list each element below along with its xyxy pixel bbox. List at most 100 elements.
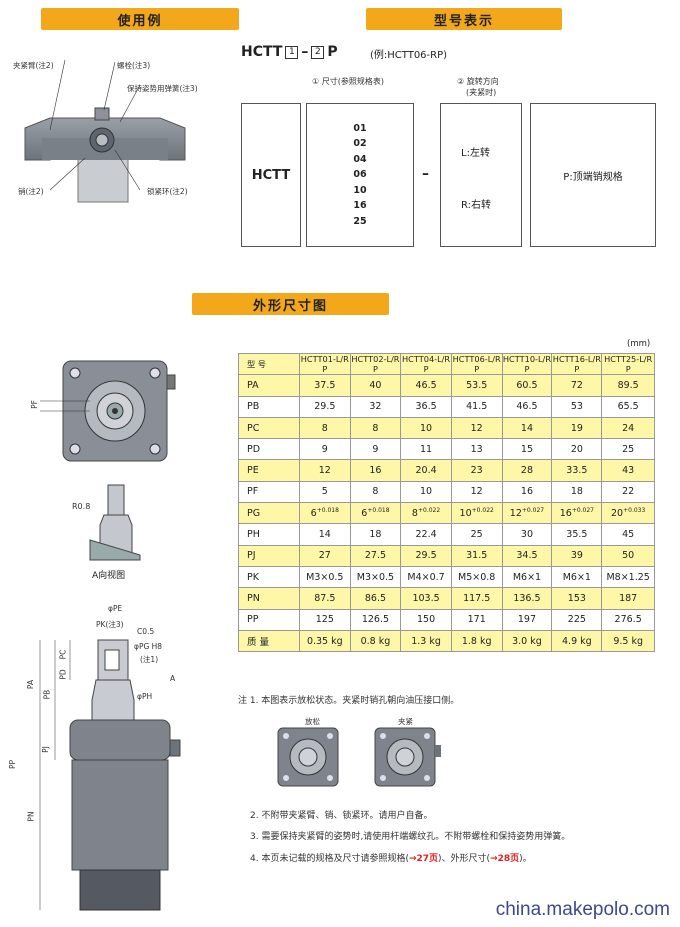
table-cell: 126.5 xyxy=(349,608,402,631)
model-dash: – xyxy=(301,44,309,60)
label-spring: 保持姿势用弹簧(注3) xyxy=(127,84,198,93)
label-pa: PA xyxy=(26,679,36,690)
label-lockring: 锁紧环(注2) xyxy=(147,187,188,196)
table-cell: M5×0.8 xyxy=(450,565,503,589)
row-label: PA xyxy=(238,374,300,397)
table-cell: 103.5 xyxy=(400,587,452,610)
table-cell: 22 xyxy=(601,480,655,504)
model-box-1: 1 xyxy=(285,45,299,59)
model-direction-box: L:左转 R:右转 xyxy=(440,103,522,247)
table-cell: 50 xyxy=(601,544,655,567)
size-code: 06 xyxy=(353,169,367,181)
header-cell: HCTT10-L/R P xyxy=(501,352,553,376)
table-cell: 6+0.018 xyxy=(299,502,351,525)
model-suffix: P xyxy=(327,44,338,60)
header-cell: HCTT01-L/R P xyxy=(299,352,351,376)
table-cell: 14 xyxy=(299,523,351,546)
row-label: PH xyxy=(238,523,300,546)
side-view-drawing xyxy=(39,639,181,911)
label-pn: PN xyxy=(26,811,36,822)
table-cell: 31.5 xyxy=(450,544,503,567)
label-note1: (注1) xyxy=(140,655,159,664)
label-pe: φPE xyxy=(108,604,123,613)
tolerance: +0.018 xyxy=(367,507,390,515)
table-cell: 136.5 xyxy=(501,587,553,610)
table-cell: 46.5 xyxy=(400,374,452,397)
watermark: china.makepolo.com xyxy=(495,899,670,920)
model-banner: 型号表示 xyxy=(366,8,562,30)
row-label: 质 量 xyxy=(238,629,300,653)
table-cell: M6×1 xyxy=(501,565,553,589)
model-label-2b: (夹紧时) xyxy=(466,88,497,97)
table-cell: 87.5 xyxy=(299,587,351,610)
header-cell: 型 号 xyxy=(238,352,300,376)
table-cell: 25 xyxy=(601,438,655,461)
table-cell: 43 xyxy=(601,459,655,482)
table-cell: 33.5 xyxy=(551,459,603,482)
note-4-link-27: →27页 xyxy=(408,854,439,864)
table-cell: 12 xyxy=(450,480,503,504)
table-cell: 11 xyxy=(400,438,452,461)
p-spec: P:顶端销规格 xyxy=(563,171,623,183)
row-label: PN xyxy=(238,587,300,610)
model-p-box: P:顶端销规格 xyxy=(530,103,656,247)
header-cell: HCTT25-L/R P xyxy=(601,352,655,376)
header-cell: HCTT06-L/R P xyxy=(450,352,503,376)
note-3: 3. 需要保持夹紧臂的姿势时,请使用杆端螺纹孔。不附带螺栓和保持姿势用弹簧。 xyxy=(250,832,571,842)
table-cell: 20 xyxy=(551,438,603,461)
label-arm: 夹紧臂(注2) xyxy=(13,61,54,70)
table-cell: 86.5 xyxy=(349,587,402,610)
table-cell: M8×1.25 xyxy=(601,565,655,589)
label-pk: PK(注3) xyxy=(96,620,124,629)
table-cell: 8 xyxy=(349,480,402,504)
tolerance: +0.033 xyxy=(623,507,646,515)
model-label-2: ② 旋转方向 xyxy=(457,77,499,86)
table-cell: 34.5 xyxy=(501,544,553,567)
table-cell: 16 xyxy=(349,459,402,482)
table-cell: 187 xyxy=(601,587,655,610)
table-cell: 32 xyxy=(349,395,402,418)
table-cell: 16+0.027 xyxy=(551,502,603,525)
table-cell: 18 xyxy=(551,480,603,504)
tolerance: +0.022 xyxy=(417,507,441,515)
table-cell: 153 xyxy=(551,587,603,610)
table-cell: 125 xyxy=(299,608,351,631)
table-cell: M3×0.5 xyxy=(349,565,402,589)
label-clamp: 夹紧 xyxy=(398,717,413,726)
table-cell: 27.5 xyxy=(349,544,402,567)
top-view-drawing xyxy=(40,360,176,462)
row-label: PE xyxy=(238,459,300,482)
label-pd: PD xyxy=(58,669,68,680)
tolerance: +0.022 xyxy=(471,507,494,515)
table-header-row: 型 号 HCTT01-L/R P HCTT02-L/R P HCTT04-L/R… xyxy=(238,352,655,376)
unit-label: (mm) xyxy=(627,339,651,349)
header-cell: HCTT04-L/R P xyxy=(400,352,452,376)
usage-illustration xyxy=(24,59,186,203)
table-cell: 29.5 xyxy=(400,544,452,567)
row-label: PF xyxy=(238,480,300,504)
note-4-e: )。 xyxy=(519,854,532,864)
model-box-2: 2 xyxy=(311,45,325,59)
row-label: PB xyxy=(238,395,300,418)
label-ph: φPH xyxy=(137,692,153,701)
table-cell: 4.9 kg xyxy=(551,629,603,653)
table-cell: 171 xyxy=(450,608,503,631)
label-pin: 销(注2) xyxy=(18,187,44,196)
table-cell: 0.35 kg xyxy=(299,629,351,653)
size-code: 04 xyxy=(353,153,367,165)
label-pj: PJ xyxy=(40,746,50,753)
model-example: (例:HCTT06-RP) xyxy=(370,50,448,61)
table-cell: 150 xyxy=(400,608,452,631)
model-main: HCTT xyxy=(251,167,291,183)
row-label: PD xyxy=(238,438,300,461)
label-pc: PC xyxy=(58,649,68,660)
table-cell: 5 xyxy=(299,480,351,504)
tolerance: +0.018 xyxy=(316,507,339,515)
table-cell: 30 xyxy=(501,523,553,546)
